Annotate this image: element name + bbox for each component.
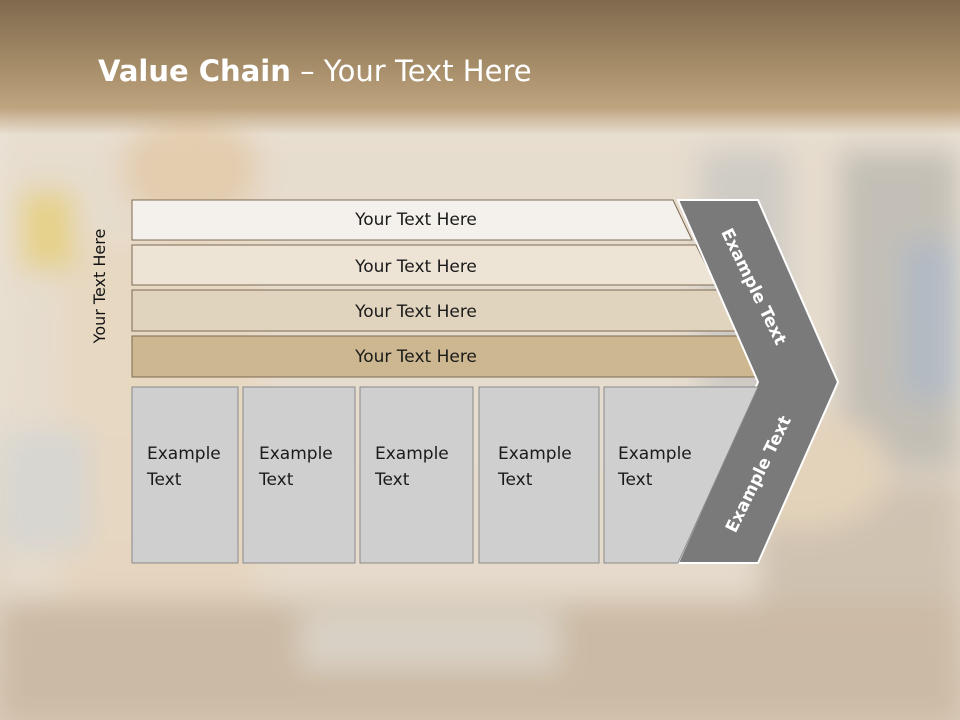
slide-title: Value Chain – Your Text Here xyxy=(98,54,532,88)
box-3-line1: Example xyxy=(375,444,449,464)
box-3-line2: Text xyxy=(374,470,410,490)
row-1: Your Text Here xyxy=(131,199,693,241)
box-1-shape xyxy=(131,386,239,564)
box-2-shape xyxy=(242,386,356,564)
box-2: Example Text xyxy=(242,386,356,564)
box-4-line2: Text xyxy=(497,470,533,490)
row-3-label: Your Text Here xyxy=(354,302,477,322)
chevron-arrow: Example Text Example Text xyxy=(676,199,840,564)
title-bold: Value Chain xyxy=(98,54,291,88)
box-4: Example Text xyxy=(478,386,600,564)
row-2-label: Your Text Here xyxy=(354,257,477,277)
row-1-label: Your Text Here xyxy=(354,210,477,230)
box-5: Example Text xyxy=(603,386,759,564)
row-3: Your Text Here xyxy=(131,289,741,332)
row-2: Your Text Here xyxy=(131,244,717,286)
box-3: Example Text xyxy=(359,386,474,564)
title-rest: – Your Text Here xyxy=(290,54,532,88)
box-3-shape xyxy=(359,386,474,564)
chevron-shape xyxy=(676,199,840,564)
box-1-line1: Example xyxy=(147,444,221,464)
box-4-shape xyxy=(478,386,600,564)
box-1: Example Text xyxy=(131,386,239,564)
box-2-line1: Example xyxy=(259,444,333,464)
box-5-line2: Text xyxy=(617,470,653,490)
row-4: Your Text Here xyxy=(131,335,765,378)
row-4-label: Your Text Here xyxy=(354,347,477,367)
box-5-shape xyxy=(603,386,759,564)
box-4-line1: Example xyxy=(498,444,572,464)
header-band xyxy=(0,0,960,135)
box-5-line1: Example xyxy=(618,444,692,464)
box-2-line2: Text xyxy=(258,470,294,490)
row-1-shape xyxy=(131,199,693,241)
box-1-line2: Text xyxy=(146,470,182,490)
